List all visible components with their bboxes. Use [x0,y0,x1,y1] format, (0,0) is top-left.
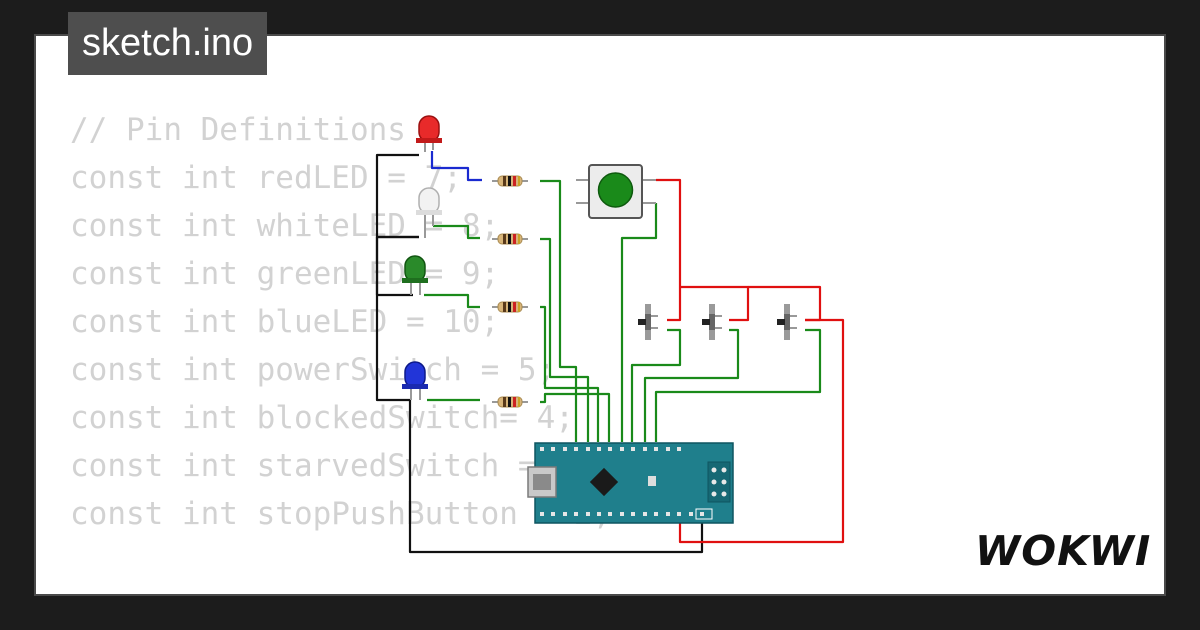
code-line: const int redLED = 7; [70,160,462,196]
blue-led[interactable] [402,361,428,400]
code-line: const int blockedSwitch= 4; [70,400,574,436]
power-switch[interactable] [637,303,659,341]
resistor[interactable] [491,301,529,313]
code-line: // Pin Definitions [70,112,406,148]
blocked-switch[interactable] [701,303,723,341]
starved-switch[interactable] [776,303,798,341]
code-line: const int powerSwitch = 5; [70,352,556,388]
resistor[interactable] [491,396,529,408]
stop-push-button[interactable] [576,164,656,219]
wokwi-logo: WOKWI [975,527,1152,575]
code-line: const int starvedSwitch = 3; [70,448,593,484]
wires [375,151,845,554]
arduino-nano-board[interactable] [527,442,734,524]
green-led[interactable] [402,255,428,295]
code-line: const int whiteLED = 8; [70,208,500,244]
code-line: const int greenLED = 9; [70,256,500,292]
white-led[interactable] [416,187,442,238]
code-line: // State Definitions [70,586,611,594]
filename-tab[interactable]: sketch.ino [68,12,268,75]
code-line: const int blueLED = 10; [70,304,500,340]
red-led[interactable] [416,115,442,152]
resistor[interactable] [491,175,529,187]
resistor[interactable] [491,233,529,245]
